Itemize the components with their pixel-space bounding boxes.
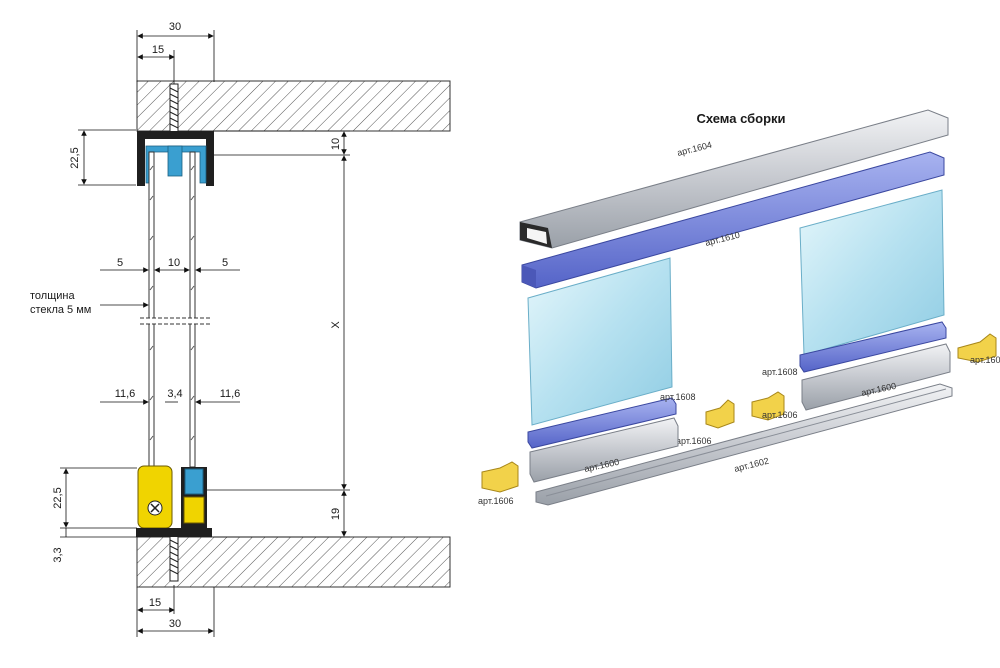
dimension-lines bbox=[60, 30, 350, 637]
bottom-screw bbox=[169, 532, 179, 582]
label-1602: арт.1602 bbox=[733, 456, 770, 474]
part-1606-stopper-far-right bbox=[957, 333, 997, 363]
dim-bottom-width: 30 bbox=[169, 618, 181, 630]
label-1608-right: арт.1608 bbox=[762, 367, 797, 377]
dim-top-rail-height: 22,5 bbox=[69, 147, 81, 168]
glass-note-line2: стекла 5 мм bbox=[30, 304, 91, 316]
part-1606-stopper-mid-left bbox=[705, 399, 735, 429]
dim-bottom-rail-height: 22,5 bbox=[52, 487, 64, 508]
dim-gap-left: 5 bbox=[117, 257, 123, 269]
part-1608-right-guide bbox=[799, 321, 947, 373]
part-1606-stopper-mid-right bbox=[751, 391, 785, 421]
glass-panels bbox=[140, 151, 210, 468]
label-1606-mid-right: арт.1606 bbox=[762, 410, 797, 420]
part-1602-bottom-rail bbox=[535, 383, 953, 506]
assembly-scheme: Схема сборки арт.1604 арт.1610 арт.1608 bbox=[478, 109, 1000, 506]
dim-bottom-left: 11,6 bbox=[115, 388, 136, 400]
ceiling-hatch bbox=[136, 80, 451, 132]
dim-gap-middle: 10 bbox=[168, 257, 180, 269]
bottom-carriages bbox=[136, 465, 212, 537]
label-1606-left: арт.1606 bbox=[478, 496, 513, 506]
glass-panel-left bbox=[527, 257, 673, 426]
dim-bottom-middle: 3,4 bbox=[167, 388, 182, 400]
label-1604: арт.1604 bbox=[676, 140, 713, 158]
label-1606-far-right: арт.1606 bbox=[970, 355, 1000, 365]
part-1604-top-profile bbox=[519, 109, 949, 249]
cross-section-drawing: 30 15 22,5 10 5 10 5 X 11,6 3,4 11,6 22,… bbox=[30, 21, 451, 637]
label-1608-left: арт.1608 bbox=[660, 392, 695, 402]
dim-gap-right: 5 bbox=[222, 257, 228, 269]
dim-bottom-right: 11,6 bbox=[220, 388, 241, 400]
label-1606-mid-left: арт.1606 bbox=[676, 436, 711, 446]
glass-panel-right bbox=[799, 189, 945, 356]
dim-top-offset: 15 bbox=[152, 44, 164, 56]
floor-hatch bbox=[136, 536, 451, 588]
part-1610-guide bbox=[521, 151, 945, 289]
dim-bottom-offset: 15 bbox=[149, 597, 161, 609]
part-1600-left-carrier bbox=[529, 417, 679, 483]
part-1606-stopper-left bbox=[481, 461, 519, 493]
part-1600-right-carrier bbox=[801, 343, 951, 411]
glass-note-line1: толщина bbox=[30, 290, 75, 302]
dim-top-width: 30 bbox=[169, 21, 181, 33]
part-1608-left-guide bbox=[527, 397, 677, 449]
dim-opening-height: X bbox=[330, 321, 342, 329]
dim-bottom-gap: 19 bbox=[330, 508, 342, 520]
scheme-title: Схема сборки bbox=[696, 111, 785, 126]
dim-top-gap: 10 bbox=[330, 138, 342, 150]
dim-base-height: 3,3 bbox=[52, 547, 64, 562]
top-screw bbox=[169, 83, 179, 135]
